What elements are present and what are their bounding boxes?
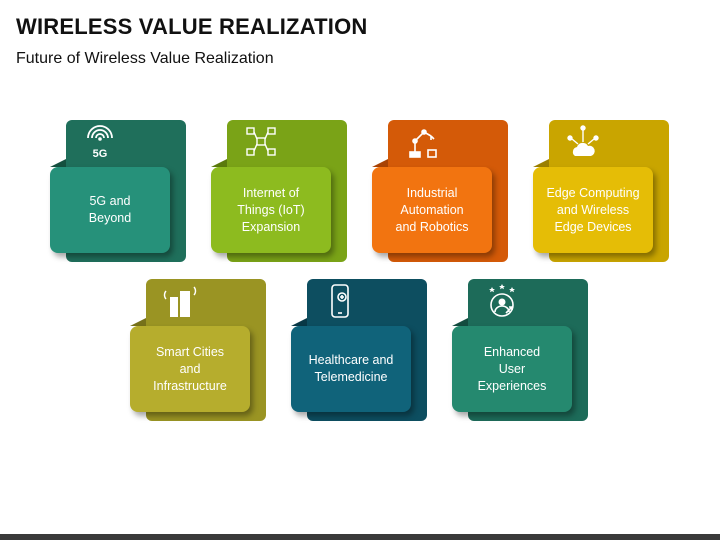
card-fold-tab bbox=[211, 159, 227, 167]
card-label: Internet of Things (IoT) Expansion bbox=[237, 185, 305, 234]
card-healthcare-telemedicine: Healthcare and Telemedicine bbox=[291, 279, 431, 421]
card-iot-expansion: Internet of Things (IoT) Expansion bbox=[211, 120, 351, 262]
card-fold-tab bbox=[291, 318, 307, 326]
card-front-panel: Smart Cities and Infrastructure bbox=[130, 326, 250, 412]
user-growth-icon bbox=[484, 283, 520, 319]
card-edge-computing: Edge Computing and Wireless Edge Devices bbox=[533, 120, 673, 262]
card-label: Edge Computing and Wireless Edge Devices bbox=[546, 185, 640, 234]
page-title: WIRELESS VALUE REALIZATION bbox=[16, 14, 368, 39]
card-fold-tab bbox=[533, 159, 549, 167]
mobile-health-icon bbox=[323, 283, 359, 319]
5g-signal-icon: 5G bbox=[82, 124, 118, 160]
card-label: Enhanced User Experiences bbox=[477, 344, 547, 393]
icon-5g-text: 5G bbox=[93, 148, 108, 160]
card-5g-and-beyond: 5G 5G and Beyond bbox=[50, 120, 190, 262]
card-label: Smart Cities and Infrastructure bbox=[153, 344, 227, 393]
card-front-panel: Enhanced User Experiences bbox=[452, 326, 572, 412]
card-enhanced-user-experiences: Enhanced User Experiences bbox=[452, 279, 592, 421]
card-front-panel: 5G and Beyond bbox=[50, 167, 170, 253]
cloud-network-icon bbox=[565, 124, 601, 160]
card-fold-tab bbox=[372, 159, 388, 167]
card-fold-tab bbox=[130, 318, 146, 326]
card-label: Healthcare and Telemedicine bbox=[308, 353, 394, 384]
robotic-arm-icon bbox=[404, 124, 440, 160]
card-industrial-automation: Industrial Automation and Robotics bbox=[372, 120, 512, 262]
card-fold-tab bbox=[452, 318, 468, 326]
page-subtitle: Future of Wireless Value Realization bbox=[16, 50, 274, 67]
card-front-panel: Healthcare and Telemedicine bbox=[291, 326, 411, 412]
card-label: Industrial Automation and Robotics bbox=[395, 185, 469, 234]
smart-building-icon bbox=[162, 283, 198, 319]
iot-network-icon bbox=[243, 124, 279, 160]
card-front-panel: Edge Computing and Wireless Edge Devices bbox=[533, 167, 653, 253]
card-fold-tab bbox=[50, 159, 66, 167]
card-front-panel: Industrial Automation and Robotics bbox=[372, 167, 492, 253]
card-smart-cities: Smart Cities and Infrastructure bbox=[130, 279, 270, 421]
bottom-bar bbox=[0, 534, 720, 540]
card-front-panel: Internet of Things (IoT) Expansion bbox=[211, 167, 331, 253]
card-label: 5G and Beyond bbox=[88, 194, 132, 225]
